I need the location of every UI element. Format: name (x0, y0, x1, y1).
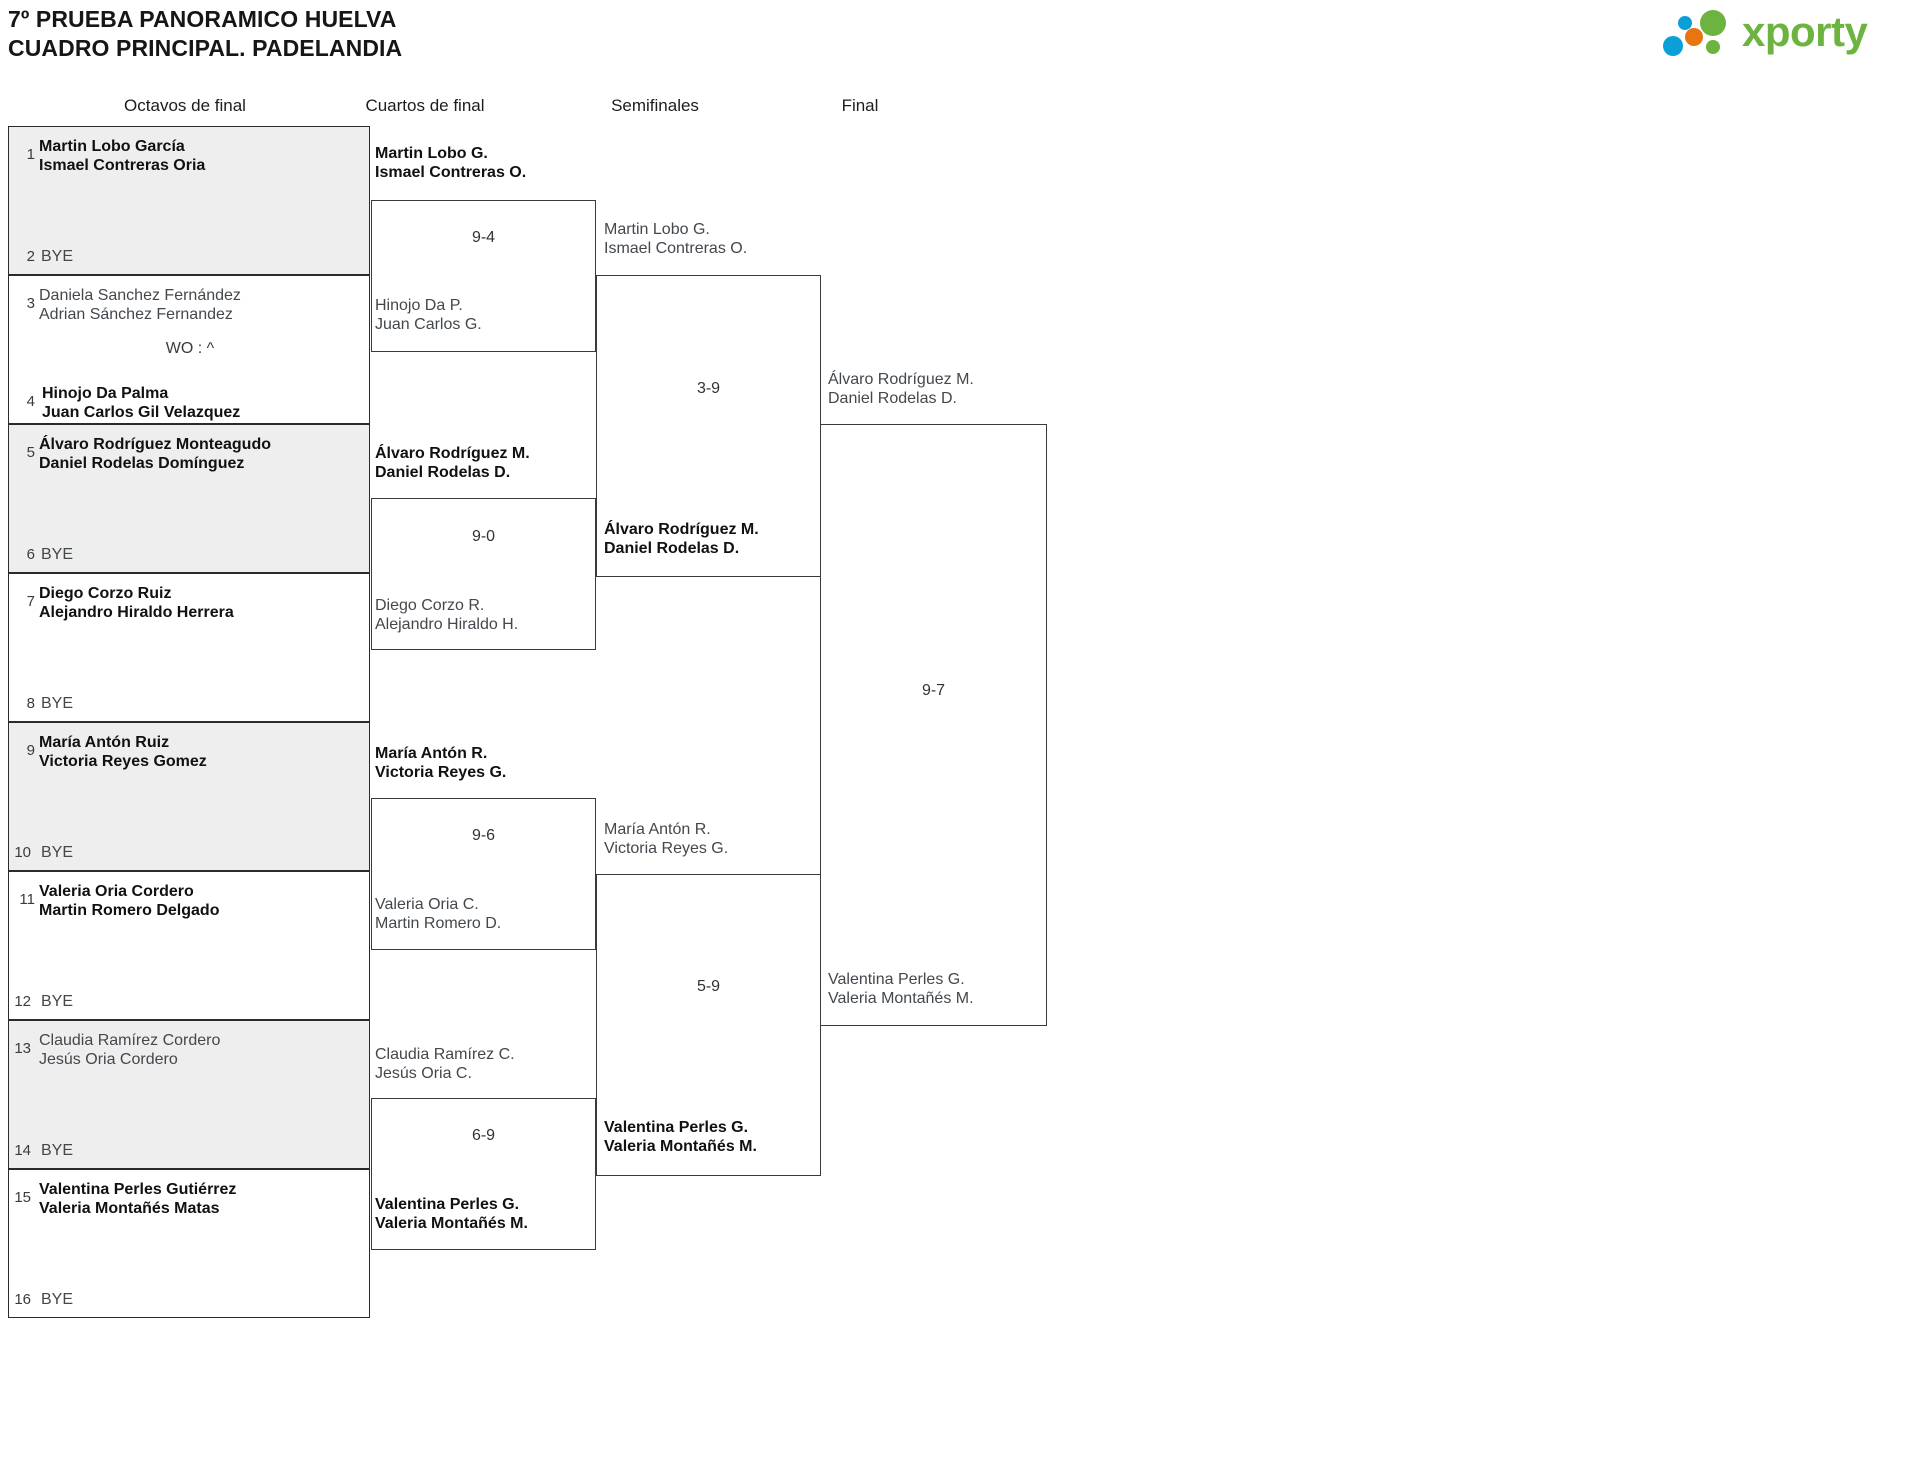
cuartos-3-top-names: María Antón R. Victoria Reyes G. (375, 745, 507, 781)
logo-dot-blue-large (1663, 36, 1683, 56)
semifinales-1-score: 3-9 (696, 380, 721, 397)
seed-number-opponent: 10 (14, 844, 31, 861)
round-header-octavos: Octavos de final (124, 96, 246, 115)
seed-cell-1-2[interactable]: 1 Martin Lobo García Ismael Contreras Or… (8, 126, 370, 275)
round-header-cuartos: Cuartos de final (365, 96, 485, 115)
cuartos-3-bottom-names: Valeria Oria C. Martin Romero D. (375, 896, 502, 932)
bye-label: BYE (41, 844, 74, 861)
final-bottom-names: Valentina Perles G. Valeria Montañés M. (828, 971, 974, 1007)
seed-cell-5-6[interactable]: 5 Álvaro Rodríguez Monteagudo Daniel Rod… (8, 424, 370, 573)
seed-player-names: Claudia Ramírez Cordero Jesús Oria Corde… (39, 1032, 221, 1068)
logo-wordmark: xporty (1742, 8, 1868, 55)
seed-cell-9-10[interactable]: 9 María Antón Ruiz Victoria Reyes Gomez … (8, 722, 370, 871)
cuartos-4-bottom-names: Valentina Perles G. Valeria Montañés M. (375, 1196, 528, 1232)
seed-number: 13 (14, 1040, 31, 1057)
semifinales-2-top-names: María Antón R. Victoria Reyes G. (604, 821, 729, 857)
seed-cell-11-12[interactable]: 11 Valeria Oria Cordero Martin Romero De… (8, 871, 370, 1020)
seed-number-opponent: 8 (26, 695, 35, 712)
seed-cell-15-16[interactable]: 15 Valentina Perles Gutiérrez Valeria Mo… (8, 1169, 370, 1318)
seed-number: 7 (26, 593, 35, 610)
logo-dot-green-large (1700, 10, 1726, 36)
cuartos-1-top-names: Martin Lobo G. Ismael Contreras O. (375, 145, 527, 181)
final-top-names: Álvaro Rodríguez M. Daniel Rodelas D. (828, 371, 974, 407)
bye-label: BYE (41, 248, 74, 265)
seed-player-names: Valeria Oria Cordero Martin Romero Delga… (39, 883, 220, 919)
bye-label: BYE (41, 546, 74, 563)
seed-number-opponent: 4 (26, 393, 35, 410)
seed-number: 11 (19, 891, 35, 908)
bye-label: BYE (41, 1142, 74, 1159)
seed-player-names: María Antón Ruiz Victoria Reyes Gomez (39, 734, 207, 770)
cuartos-2-match-box[interactable] (371, 498, 596, 650)
cuartos-1-match-box[interactable] (371, 200, 596, 352)
seed-number-opponent: 12 (14, 993, 31, 1010)
seed-number-opponent: 6 (26, 546, 35, 563)
logo-dot-orange (1685, 28, 1703, 46)
seed-number: 3 (26, 295, 35, 312)
semifinales-1-top-names: Martin Lobo G. Ismael Contreras O. (604, 221, 748, 257)
cuartos-1-score: 9-4 (471, 229, 496, 246)
xporty-logo: xporty (1658, 6, 1908, 58)
seed-player-names: Álvaro Rodríguez Monteagudo Daniel Rodel… (39, 436, 271, 472)
seed-player-names: Martin Lobo García Ismael Contreras Oria (39, 138, 206, 174)
round-header-final: Final (841, 96, 879, 115)
seed-number: 5 (26, 444, 35, 461)
logo-dot-green-small (1706, 40, 1720, 54)
seed-cell-13-14[interactable]: 13 Claudia Ramírez Cordero Jesús Oria Co… (8, 1020, 370, 1169)
logo-dot-blue-small (1678, 16, 1692, 30)
round-header-semifinales: Semifinales (611, 96, 699, 115)
logo-dots-icon (1658, 10, 1736, 56)
bye-label: BYE (41, 1291, 74, 1308)
semifinales-1-bottom-names: Álvaro Rodríguez M. Daniel Rodelas D. (604, 521, 759, 557)
seed-player-names-opponent: Hinojo Da Palma Juan Carlos Gil Velazque… (42, 385, 241, 421)
seed-player-names: Diego Corzo Ruiz Alejandro Hiraldo Herre… (39, 585, 234, 621)
cuartos-4-score: 6-9 (471, 1127, 496, 1144)
final-match-box[interactable] (820, 424, 1047, 1026)
cuartos-3-score: 9-6 (471, 827, 496, 844)
seed-player-names: Valentina Perles Gutiérrez Valeria Monta… (39, 1181, 237, 1217)
seed-number-opponent: 14 (14, 1142, 31, 1159)
page-title: 7º PRUEBA PANORAMICO HUELVA CUADRO PRINC… (8, 6, 403, 62)
seed-number: 9 (26, 742, 35, 759)
seed-number-opponent: 2 (26, 248, 35, 265)
cuartos-2-bottom-names: Diego Corzo R. Alejandro Hiraldo H. (375, 597, 519, 633)
semifinales-2-bottom-names: Valentina Perles G. Valeria Montañés M. (604, 1119, 757, 1155)
cuartos-4-top-names: Claudia Ramírez C. Jesús Oria C. (375, 1046, 515, 1082)
bye-label: BYE (41, 695, 74, 712)
seed-number: 15 (14, 1189, 31, 1206)
semifinales-2-score: 5-9 (696, 978, 721, 995)
seed-number-opponent: 16 (14, 1291, 31, 1308)
cuartos-3-match-box[interactable] (371, 798, 596, 950)
final-score: 9-7 (921, 682, 946, 699)
seed-cell-3-4[interactable]: 3 Daniela Sanchez Fernández Adrian Sánch… (8, 275, 370, 424)
seed-cell-7-8[interactable]: 7 Diego Corzo Ruiz Alejandro Hiraldo Her… (8, 573, 370, 722)
walkover-note: WO : ^ (165, 340, 215, 357)
cuartos-2-top-names: Álvaro Rodríguez M. Daniel Rodelas D. (375, 445, 530, 481)
cuartos-2-score: 9-0 (471, 528, 496, 545)
cuartos-1-bottom-names: Hinojo Da P. Juan Carlos G. (375, 297, 482, 333)
seed-number: 1 (26, 146, 35, 163)
seed-player-names: Daniela Sanchez Fernández Adrian Sánchez… (39, 287, 241, 323)
bye-label: BYE (41, 993, 74, 1010)
cuartos-4-match-box[interactable] (371, 1098, 596, 1250)
